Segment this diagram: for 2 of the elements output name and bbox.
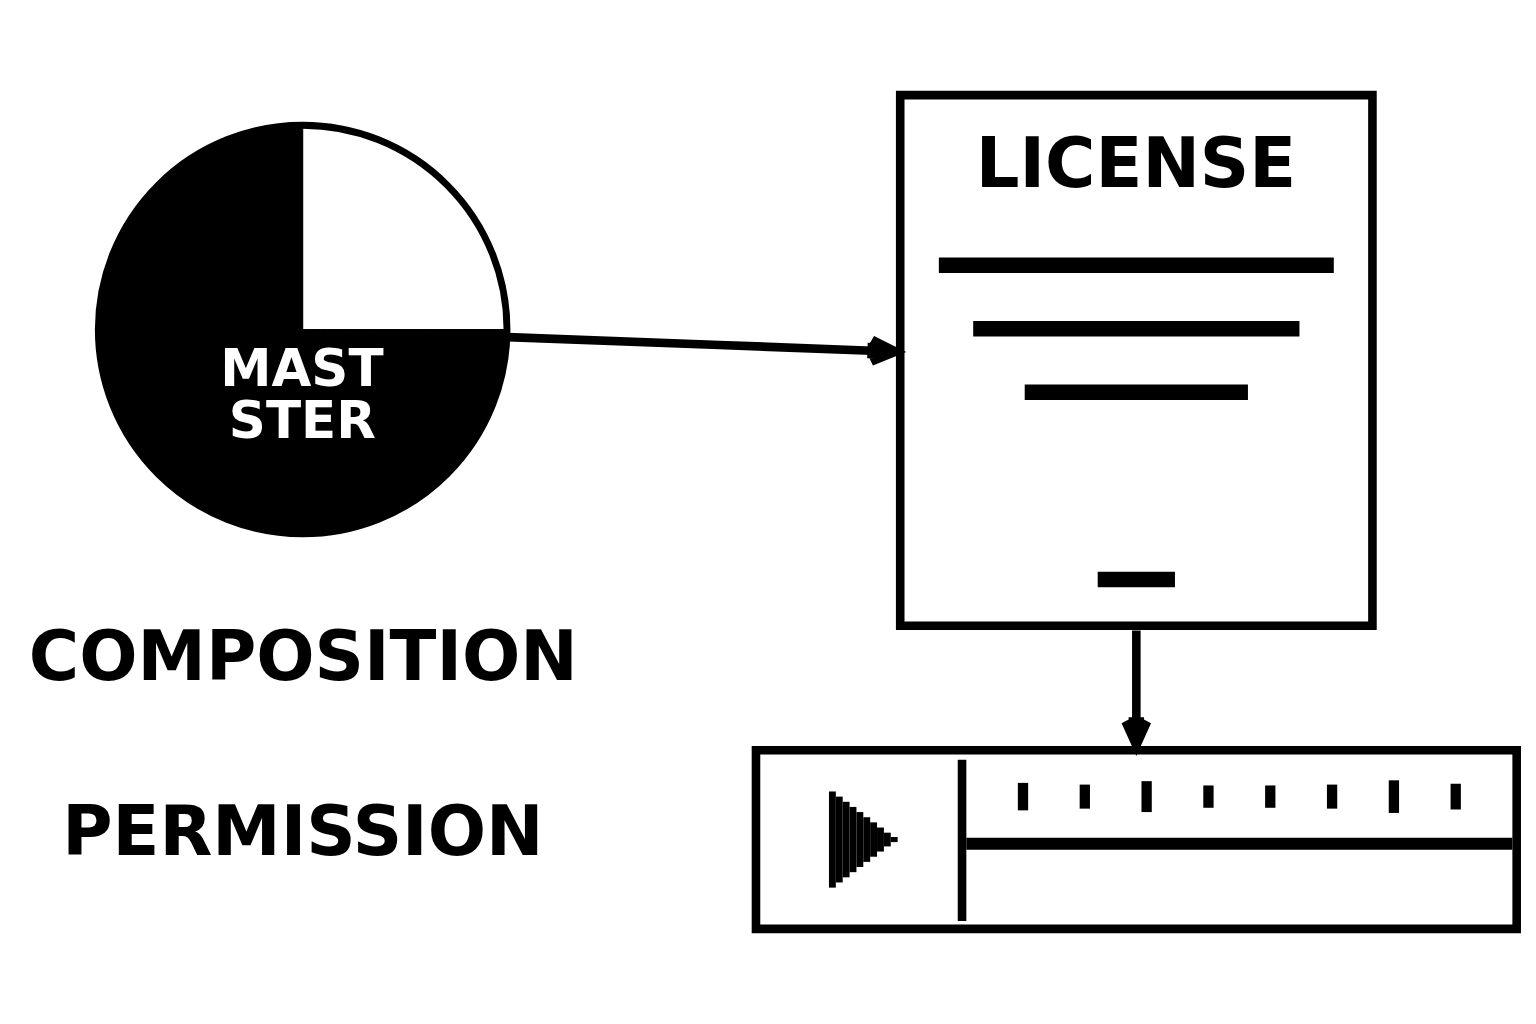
node-label: COMPOSITION [28,615,578,696]
node-label: PERMISSION [62,791,544,871]
